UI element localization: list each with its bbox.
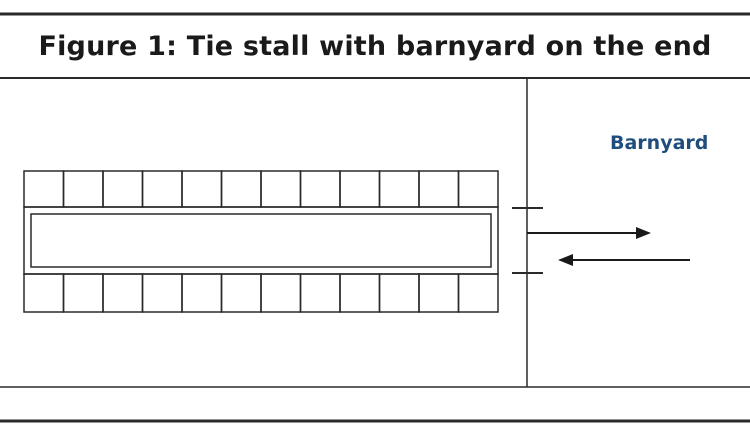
top-stall-1 xyxy=(23,170,65,208)
top-stall-12 xyxy=(457,170,499,208)
top-stall-row xyxy=(23,170,499,208)
bottom-stall-7 xyxy=(260,273,302,313)
top-stall-6 xyxy=(220,170,262,208)
top-stall-7 xyxy=(260,170,302,208)
arrow-to-barnyard xyxy=(527,227,651,239)
bottom-stall-11 xyxy=(418,273,460,313)
bottom-stall-row xyxy=(23,273,499,313)
bottom-stall-9 xyxy=(339,273,381,313)
figure-title-bar: Figure 1: Tie stall with barnyard on the… xyxy=(0,14,750,78)
bottom-stall-1 xyxy=(23,273,65,313)
top-stall-9 xyxy=(339,170,381,208)
top-stall-8 xyxy=(299,170,341,208)
bottom-stall-5 xyxy=(181,273,223,313)
top-stall-2 xyxy=(62,170,104,208)
top-stall-10 xyxy=(378,170,420,208)
bottom-stall-6 xyxy=(220,273,262,313)
bottom-stall-12 xyxy=(457,273,499,313)
center-alley-outer xyxy=(23,206,499,275)
top-stall-11 xyxy=(418,170,460,208)
arrow-from-barnyard xyxy=(558,254,690,266)
top-stall-4 xyxy=(141,170,183,208)
center-alley-inner xyxy=(30,213,492,268)
bottom-stall-2 xyxy=(62,273,104,313)
bottom-stall-10 xyxy=(378,273,420,313)
top-stall-5 xyxy=(181,170,223,208)
barnyard-label: Barnyard xyxy=(610,132,709,154)
figure-title: Figure 1: Tie stall with barnyard on the… xyxy=(38,30,712,62)
bottom-stall-4 xyxy=(141,273,183,313)
top-stall-3 xyxy=(102,170,144,208)
bottom-stall-8 xyxy=(299,273,341,313)
bottom-stall-3 xyxy=(102,273,144,313)
